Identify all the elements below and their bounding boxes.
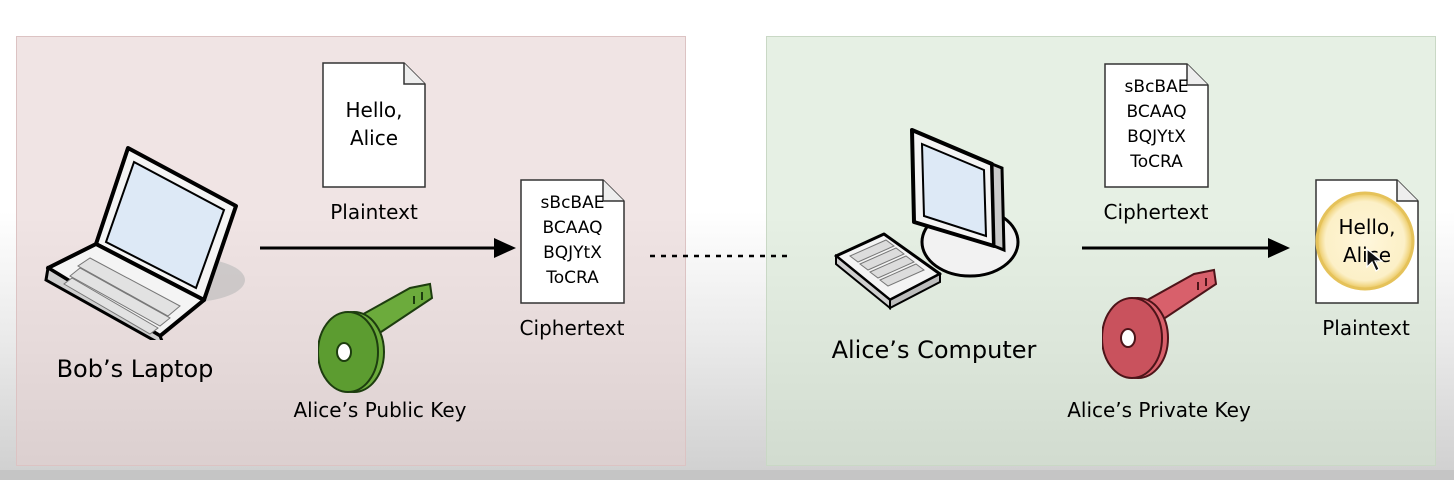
doc-line: Hello, [1338, 215, 1396, 239]
doc-line: BQJYtX [1127, 127, 1186, 147]
plaintext-label: Plaintext [330, 200, 418, 224]
ciphertext-label: Ciphertext [519, 316, 625, 340]
doc-line: sBcBAE [1124, 77, 1189, 97]
private-key-icon [1101, 268, 1222, 380]
laptop-icon [40, 140, 250, 350]
doc-line: Hello, [345, 98, 403, 122]
doc-line: BCAAQ [1126, 102, 1187, 122]
doc-line: BQJYtX [543, 243, 602, 263]
dotted-connector [648, 244, 792, 258]
doc-line: ToCRA [546, 268, 599, 288]
doc-line: BCAAQ [542, 218, 603, 238]
doc-line: sBcBAE [540, 193, 605, 213]
alice-computer-label: Alice’s Computer [831, 336, 1037, 364]
bob-laptop-label: Bob’s Laptop [56, 355, 214, 383]
plaintext-document: Hello, Alice [1315, 179, 1419, 304]
ciphertext-label: Ciphertext [1103, 200, 1209, 224]
arrow-right-icon [1080, 236, 1292, 260]
public-key-label: Alice’s Public Key [293, 398, 467, 422]
doc-line: ToCRA [1130, 152, 1183, 172]
arrow-right-icon [258, 236, 518, 260]
plaintext-document: Hello, Alice [322, 62, 426, 188]
cursor-icon [1365, 247, 1385, 273]
private-key-label: Alice’s Private Key [1067, 398, 1251, 422]
plaintext-label: Plaintext [1322, 316, 1410, 340]
ciphertext-document: sBcBAE BCAAQ BQJYtX ToCRA [520, 179, 625, 304]
doc-line: Alice [349, 126, 399, 150]
ciphertext-document: sBcBAE BCAAQ BQJYtX ToCRA [1104, 63, 1209, 188]
public-key-icon [317, 282, 438, 394]
desktop-computer-icon [830, 124, 1036, 311]
bottom-strip [0, 470, 1454, 480]
